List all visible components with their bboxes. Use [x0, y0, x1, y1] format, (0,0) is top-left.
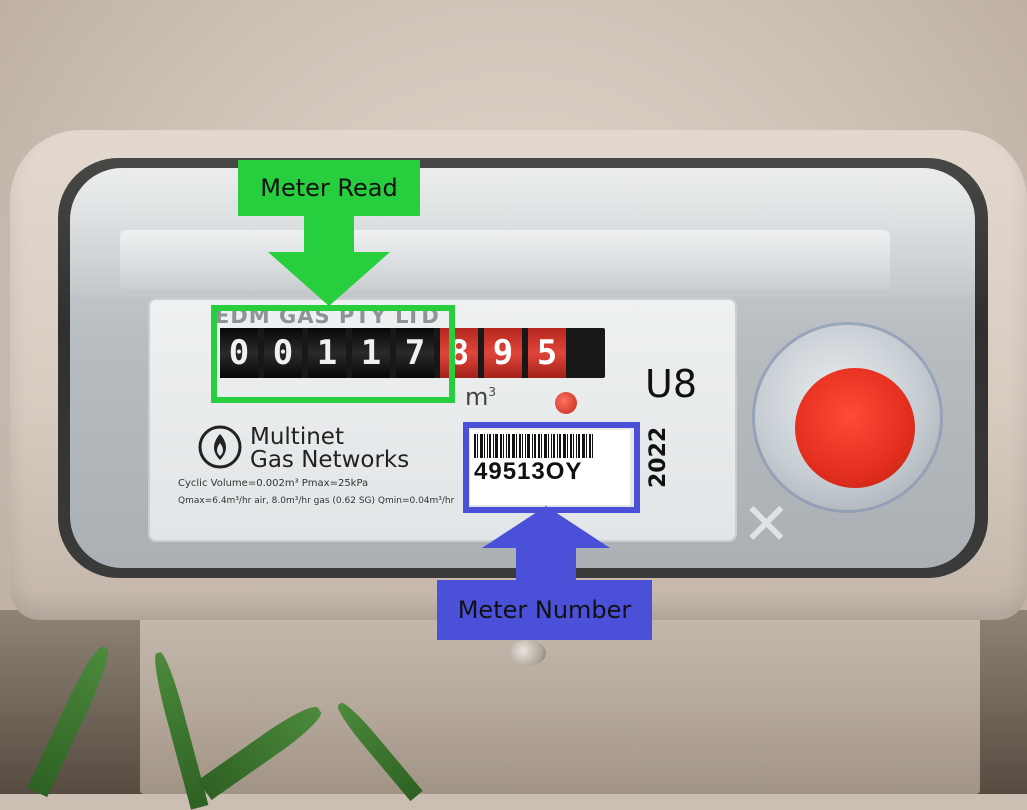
barcode-bar	[553, 434, 555, 458]
brand-name-line2: Gas Networks	[250, 447, 410, 473]
barcode-bar	[534, 434, 536, 458]
year-label: 2022	[646, 426, 671, 488]
barcode-bar	[551, 434, 552, 458]
barcode-bar	[582, 434, 585, 458]
register-digit-red: 5	[528, 328, 566, 378]
barcode-bar	[557, 434, 558, 458]
unit-sup: 3	[488, 385, 497, 399]
meter-base	[140, 610, 980, 794]
barcode-bar	[589, 434, 591, 458]
barcode-icon	[474, 434, 626, 458]
register-digit-red: 9	[484, 328, 522, 378]
barcode-bar	[586, 434, 587, 458]
model-label: U8	[645, 362, 697, 406]
barcode-bar	[541, 434, 542, 458]
barcode-bar	[592, 434, 593, 458]
barcode-bar	[532, 434, 533, 458]
barcode-bar	[544, 434, 547, 458]
unit-text: m	[465, 383, 489, 411]
register-digit: 7	[396, 328, 434, 378]
barcode-bar	[573, 434, 574, 458]
barcode-bar	[487, 434, 488, 458]
barcode-bar	[503, 434, 504, 458]
barcode-bar	[493, 434, 494, 458]
flame-logo-icon	[198, 425, 242, 469]
barcode-bar	[508, 434, 510, 458]
barcode-bar	[512, 434, 515, 458]
register-digit: 1	[308, 328, 346, 378]
barcode-bar	[548, 434, 549, 458]
unit-label: m3	[465, 383, 496, 411]
barcode-bar	[559, 434, 561, 458]
barcode-bar	[477, 434, 478, 458]
meter-read-label: Meter Read	[238, 160, 420, 216]
x-mark-icon: ✕	[742, 490, 791, 558]
barcode-bar	[527, 434, 530, 458]
meter-number-highlight	[463, 422, 640, 513]
barcode-bar	[506, 434, 507, 458]
spec-line: Qmax=6.4m³/hr air, 8.0m³/hr gas (0.62 SG…	[178, 496, 455, 506]
brand-name: Multinet	[250, 424, 344, 450]
barcode-bar	[516, 434, 517, 458]
register-digit: 0	[264, 328, 302, 378]
barcode-bar	[567, 434, 568, 458]
barcode-bar	[525, 434, 526, 458]
barcode-bar	[519, 434, 521, 458]
barcode-bar	[489, 434, 491, 458]
glass-shine	[70, 168, 975, 298]
barcode-bar	[522, 434, 523, 458]
meter-number-label: Meter Number	[437, 580, 652, 640]
up-arrow-icon	[482, 506, 610, 584]
register-digit: 0	[220, 328, 258, 378]
barcode-bar	[495, 434, 498, 458]
register-digit: 1	[352, 328, 390, 378]
down-arrow-icon	[268, 214, 390, 306]
meter-read-highlight	[211, 305, 455, 403]
barcode-bar	[563, 434, 566, 458]
barcode-bar	[538, 434, 540, 458]
barcode-bar	[474, 434, 476, 458]
meter-number: 49513OY	[474, 458, 583, 485]
spec-line: Cyclic Volume=0.002m³ Pmax=25kPa	[178, 478, 369, 489]
barcode-bar	[570, 434, 572, 458]
barcode-bar	[480, 434, 483, 458]
seal-icon	[555, 392, 577, 414]
barcode-bar	[484, 434, 485, 458]
barcode-bar	[576, 434, 577, 458]
register-drum: 0 0 1 1 7 8 9 5	[220, 328, 605, 378]
red-button	[795, 368, 915, 488]
barcode-bar	[578, 434, 580, 458]
screw-icon	[508, 640, 546, 666]
barcode-bar	[500, 434, 502, 458]
